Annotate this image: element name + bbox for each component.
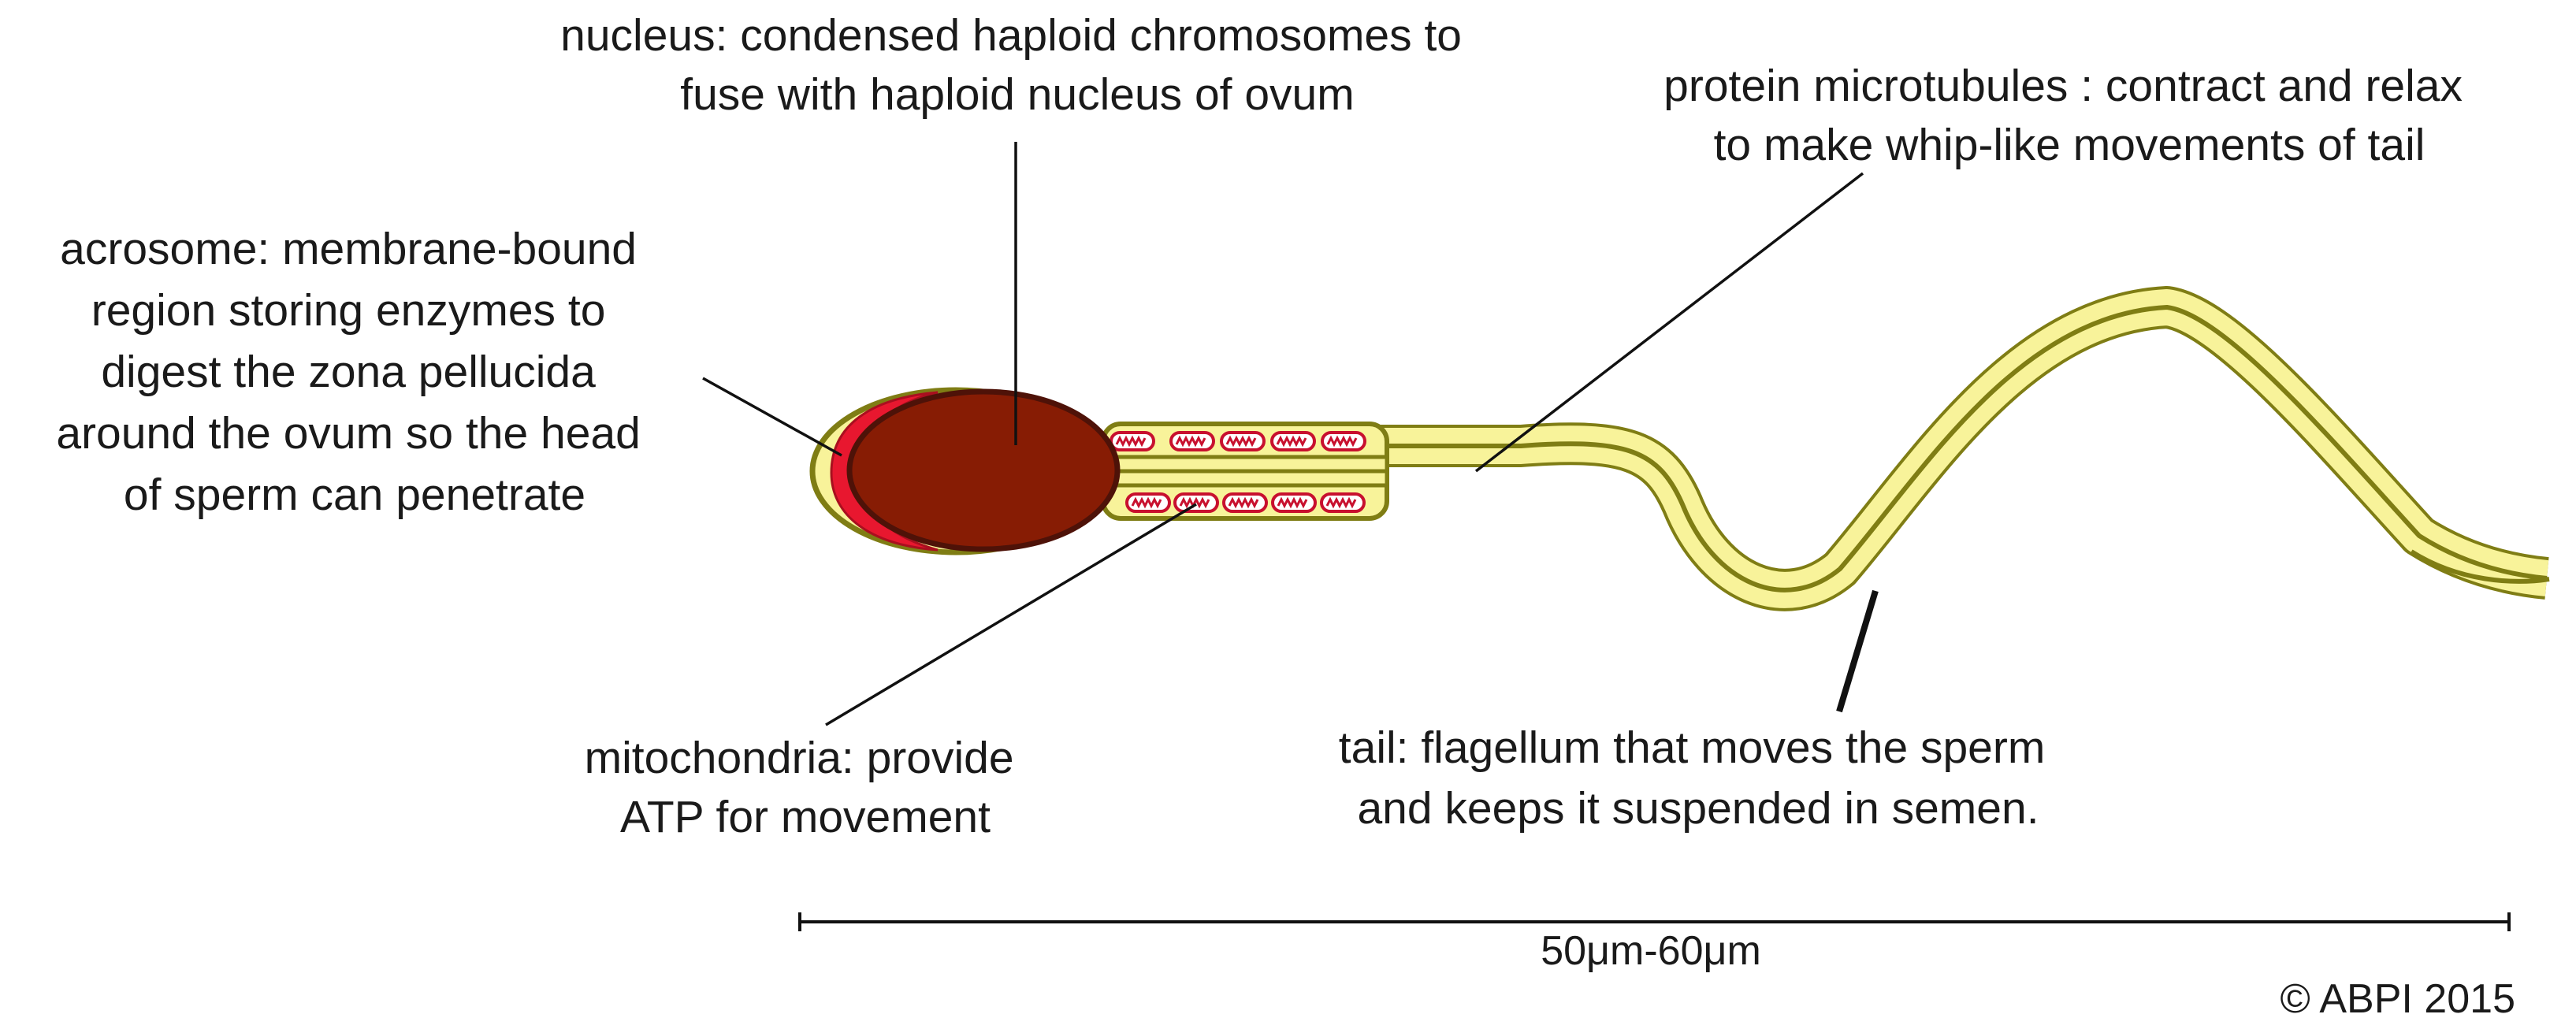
mitochondrion-icon bbox=[1110, 431, 1155, 451]
acrosome-label-line: of sperm can penetrate bbox=[124, 470, 585, 520]
leader-acrosome bbox=[702, 377, 842, 457]
acrosome-label: acrosome: membrane-bound region storing … bbox=[56, 224, 652, 520]
scale-bar-label: 50μm-60μm bbox=[1541, 928, 1761, 974]
tail bbox=[1375, 286, 2550, 611]
midpiece bbox=[1101, 422, 1389, 521]
leader-tail bbox=[1836, 589, 1879, 713]
nucleus-shape bbox=[846, 388, 1121, 552]
tail-label: tail: flagellum that moves the sperm and… bbox=[1339, 723, 2057, 834]
mitochondrion-icon bbox=[1270, 431, 1316, 451]
tail-label-line: and keeps it suspended in semen. bbox=[1357, 783, 2039, 834]
leader-lines bbox=[702, 142, 1879, 726]
copyright-notice: © ABPI 2015 bbox=[2280, 976, 2515, 1022]
mitochondria-row-top bbox=[1110, 431, 1366, 451]
nucleus-label-line: fuse with haploid nucleus of ovum bbox=[680, 69, 1355, 120]
microtubules-label-line: protein microtubules : contract and rela… bbox=[1663, 61, 2463, 111]
mitochondria-label: mitochondria: provide ATP for movement bbox=[585, 733, 1027, 842]
tail-microtubule-line bbox=[1375, 305, 2548, 593]
mitochondria-label-line: mitochondria: provide bbox=[585, 733, 1014, 783]
mitochondrion-icon bbox=[1173, 492, 1219, 513]
leader-mitochondria bbox=[825, 503, 1197, 726]
nucleus-label-line: nucleus: condensed haploid chromosomes t… bbox=[560, 10, 1462, 61]
acrosome-label-line: acrosome: membrane-bound bbox=[60, 224, 637, 274]
mitochondrion-icon bbox=[1321, 431, 1366, 451]
mitochondrion-icon bbox=[1125, 492, 1171, 513]
tail-label-line: tail: flagellum that moves the sperm bbox=[1339, 723, 2046, 773]
acrosome-label-line: region storing enzymes to bbox=[91, 285, 606, 336]
tail-tip bbox=[2410, 549, 2550, 584]
leader-microtubules bbox=[1474, 172, 1864, 473]
mitochondrion-icon bbox=[1271, 492, 1317, 513]
mitochondrion-icon bbox=[1320, 492, 1366, 513]
mitochondrion-icon bbox=[1220, 431, 1266, 451]
sperm-head bbox=[809, 387, 1121, 555]
acrosome-label-line: around the ovum so the head bbox=[56, 408, 641, 459]
nucleus-label: nucleus: condensed haploid chromosomes t… bbox=[560, 10, 1474, 120]
scale-bar: 50μm-60μm bbox=[798, 912, 2511, 974]
acrosome-label-line: digest the zona pellucida bbox=[101, 347, 596, 397]
mitochondria-label-line: ATP for movement bbox=[620, 792, 991, 842]
mitochondrion-icon bbox=[1169, 431, 1215, 451]
microtubules-label: protein microtubules : contract and rela… bbox=[1663, 61, 2475, 170]
mitochondria-row-bottom bbox=[1125, 492, 1366, 513]
tail-inner-fill bbox=[1375, 289, 2549, 608]
mitochondrion-icon bbox=[1222, 492, 1268, 513]
microtubules-label-line: to make whip-like movements of tail bbox=[1714, 120, 2425, 170]
